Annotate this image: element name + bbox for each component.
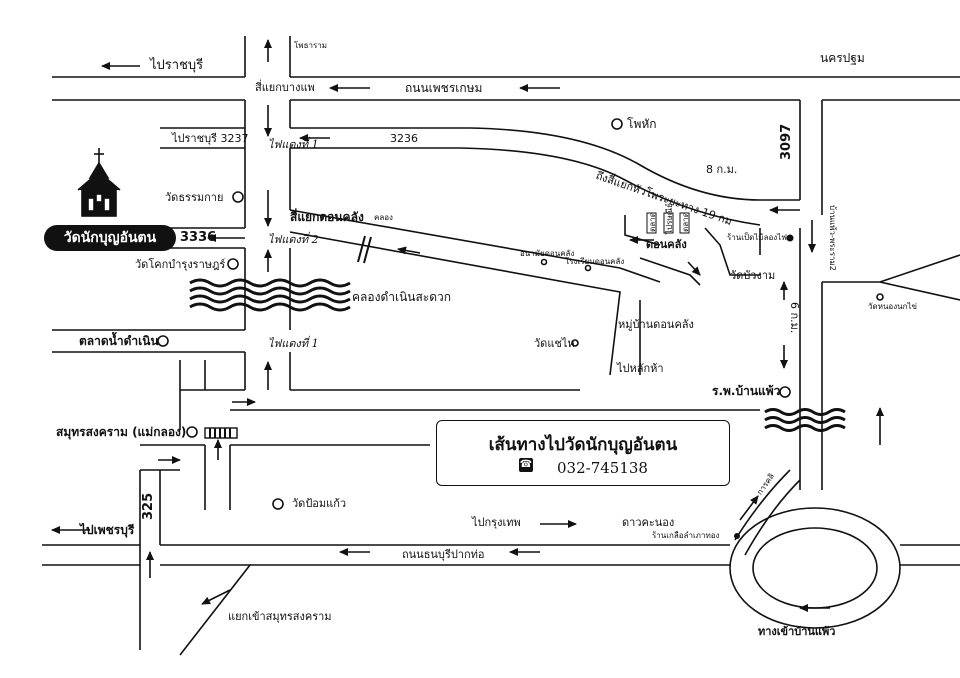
label-road-3097: 3097: [779, 123, 794, 160]
label-road-3336: 3336: [180, 230, 217, 245]
title-box: เส้นทางไปวัดนักบุญอันตน ☎ 032-745138: [436, 420, 730, 486]
label-sam-yaek-don-khlang: สี่แยกดอนคลัง: [290, 210, 364, 224]
label-ban-phae-road: บ้านแพ้ว-พระราม2: [828, 205, 837, 271]
label-ban-phae-hospital: ร.พ.บ้านแพ้ว: [712, 384, 781, 398]
label-dao-khanong: ดาวคะนอง: [622, 516, 675, 529]
label-to-lak-ha: ไปหลักห้า: [617, 362, 664, 375]
label-health-center: อนามัยดอนคลัง: [520, 249, 575, 258]
label-wat-pom-kaeo: วัดป้อมแก้ว: [292, 497, 347, 510]
wavy-canal-icon: [189, 278, 846, 432]
label-duck-shop: ร้านเป็ดไม้ลองไฟ: [727, 233, 787, 242]
label-market-2: ตลาด: [681, 212, 690, 232]
label-ban-phae-entrance: ทางเข้าบ้านแพ้ว: [758, 625, 836, 638]
label-phetkasem: ถนนเพชรเกษม: [405, 81, 483, 95]
label-traffic-light-2: ไฟแดงที่ 2: [268, 233, 319, 246]
label-photharam: โพธาราม: [294, 41, 328, 50]
label-thonburi-pak-tho: ถนนธนบุรีปากท่อ: [402, 548, 485, 561]
label-wat-nong-nok-khai: วัดหนองนกไข่: [868, 302, 917, 311]
label-road-325: 325: [141, 492, 156, 520]
label-mu-ban-don-khlang: หมู่บ้านดอนคลัง: [618, 318, 694, 331]
label-don-khlang: ดอนคลัง: [646, 238, 687, 251]
label-market: ตลาด: [648, 212, 657, 232]
label-school: โรงเรียนดอนคลัง: [565, 257, 625, 266]
phone-number: 032-745138: [557, 459, 648, 477]
temple-badge: วัดนักบุญอันตน: [44, 225, 176, 251]
label-8km: 8 ก.ม.: [706, 163, 738, 176]
direction-arrow-icon: [51, 39, 884, 612]
map-title: เส้นทางไปวัดนักบุญอันตน: [488, 435, 678, 455]
phone-icon: ☎: [519, 458, 533, 472]
label-khlong-damnoen: คลองดำเนินสะดวก: [352, 290, 452, 304]
label-to-phetchaburi: ไปเพชรบุรี: [80, 523, 135, 537]
label-wat-chae-hai: วัดแชไห: [534, 337, 575, 350]
label-samut-songkhram: สมุทรสงคราม (แม่กลอง): [56, 425, 187, 439]
label-nakhon-pathom: นครปฐม: [820, 51, 865, 65]
label-wat-khok-bamrungrat: วัดโคกบำรุงราษฎร์: [135, 258, 226, 271]
label-salt-shop: ร้านเกลือลำเภาทอง: [652, 531, 720, 540]
label-road-3236: 3236: [390, 132, 418, 145]
circle-marker-icon: [786, 234, 794, 242]
circle-marker-icon: [734, 533, 740, 539]
label-wat-thammakai: วัดธรรมกาย: [165, 191, 224, 204]
label-damnoen-market: ตลาดน้ำดำเนิน: [79, 334, 159, 348]
label-pho-hak: โพหัก: [627, 117, 657, 131]
label-samut-junction: แยกเข้าสมุทรสงคราม: [228, 610, 332, 623]
church-icon: [77, 148, 121, 217]
label-traffic-light-1-top: ไฟแดงที่ 1: [268, 138, 319, 151]
label-to-bangkok: ไปกรุงเทพ: [472, 516, 521, 529]
label-post: ไปรษณีย์: [665, 203, 674, 234]
label-6km: 6 ก.ม.: [788, 302, 801, 334]
label-sam-yaek-bang-phae: สี่แยกบางแพ: [255, 81, 315, 94]
circle-marker-icon: [157, 118, 884, 510]
label-to-ratchaburi: ไปราชบุรี: [150, 58, 204, 73]
crossing-icon: [204, 427, 238, 439]
label-wat-bua-ngam: วัดบัวงาม: [730, 269, 776, 282]
label-ratchaburi-3237: ไปราชบุรี 3237: [172, 132, 249, 145]
label-traffic-light-1-bottom: ไฟแดงที่ 1: [268, 337, 319, 350]
label-khlong: คลอง: [374, 213, 393, 222]
bridge-icon: [357, 235, 372, 264]
